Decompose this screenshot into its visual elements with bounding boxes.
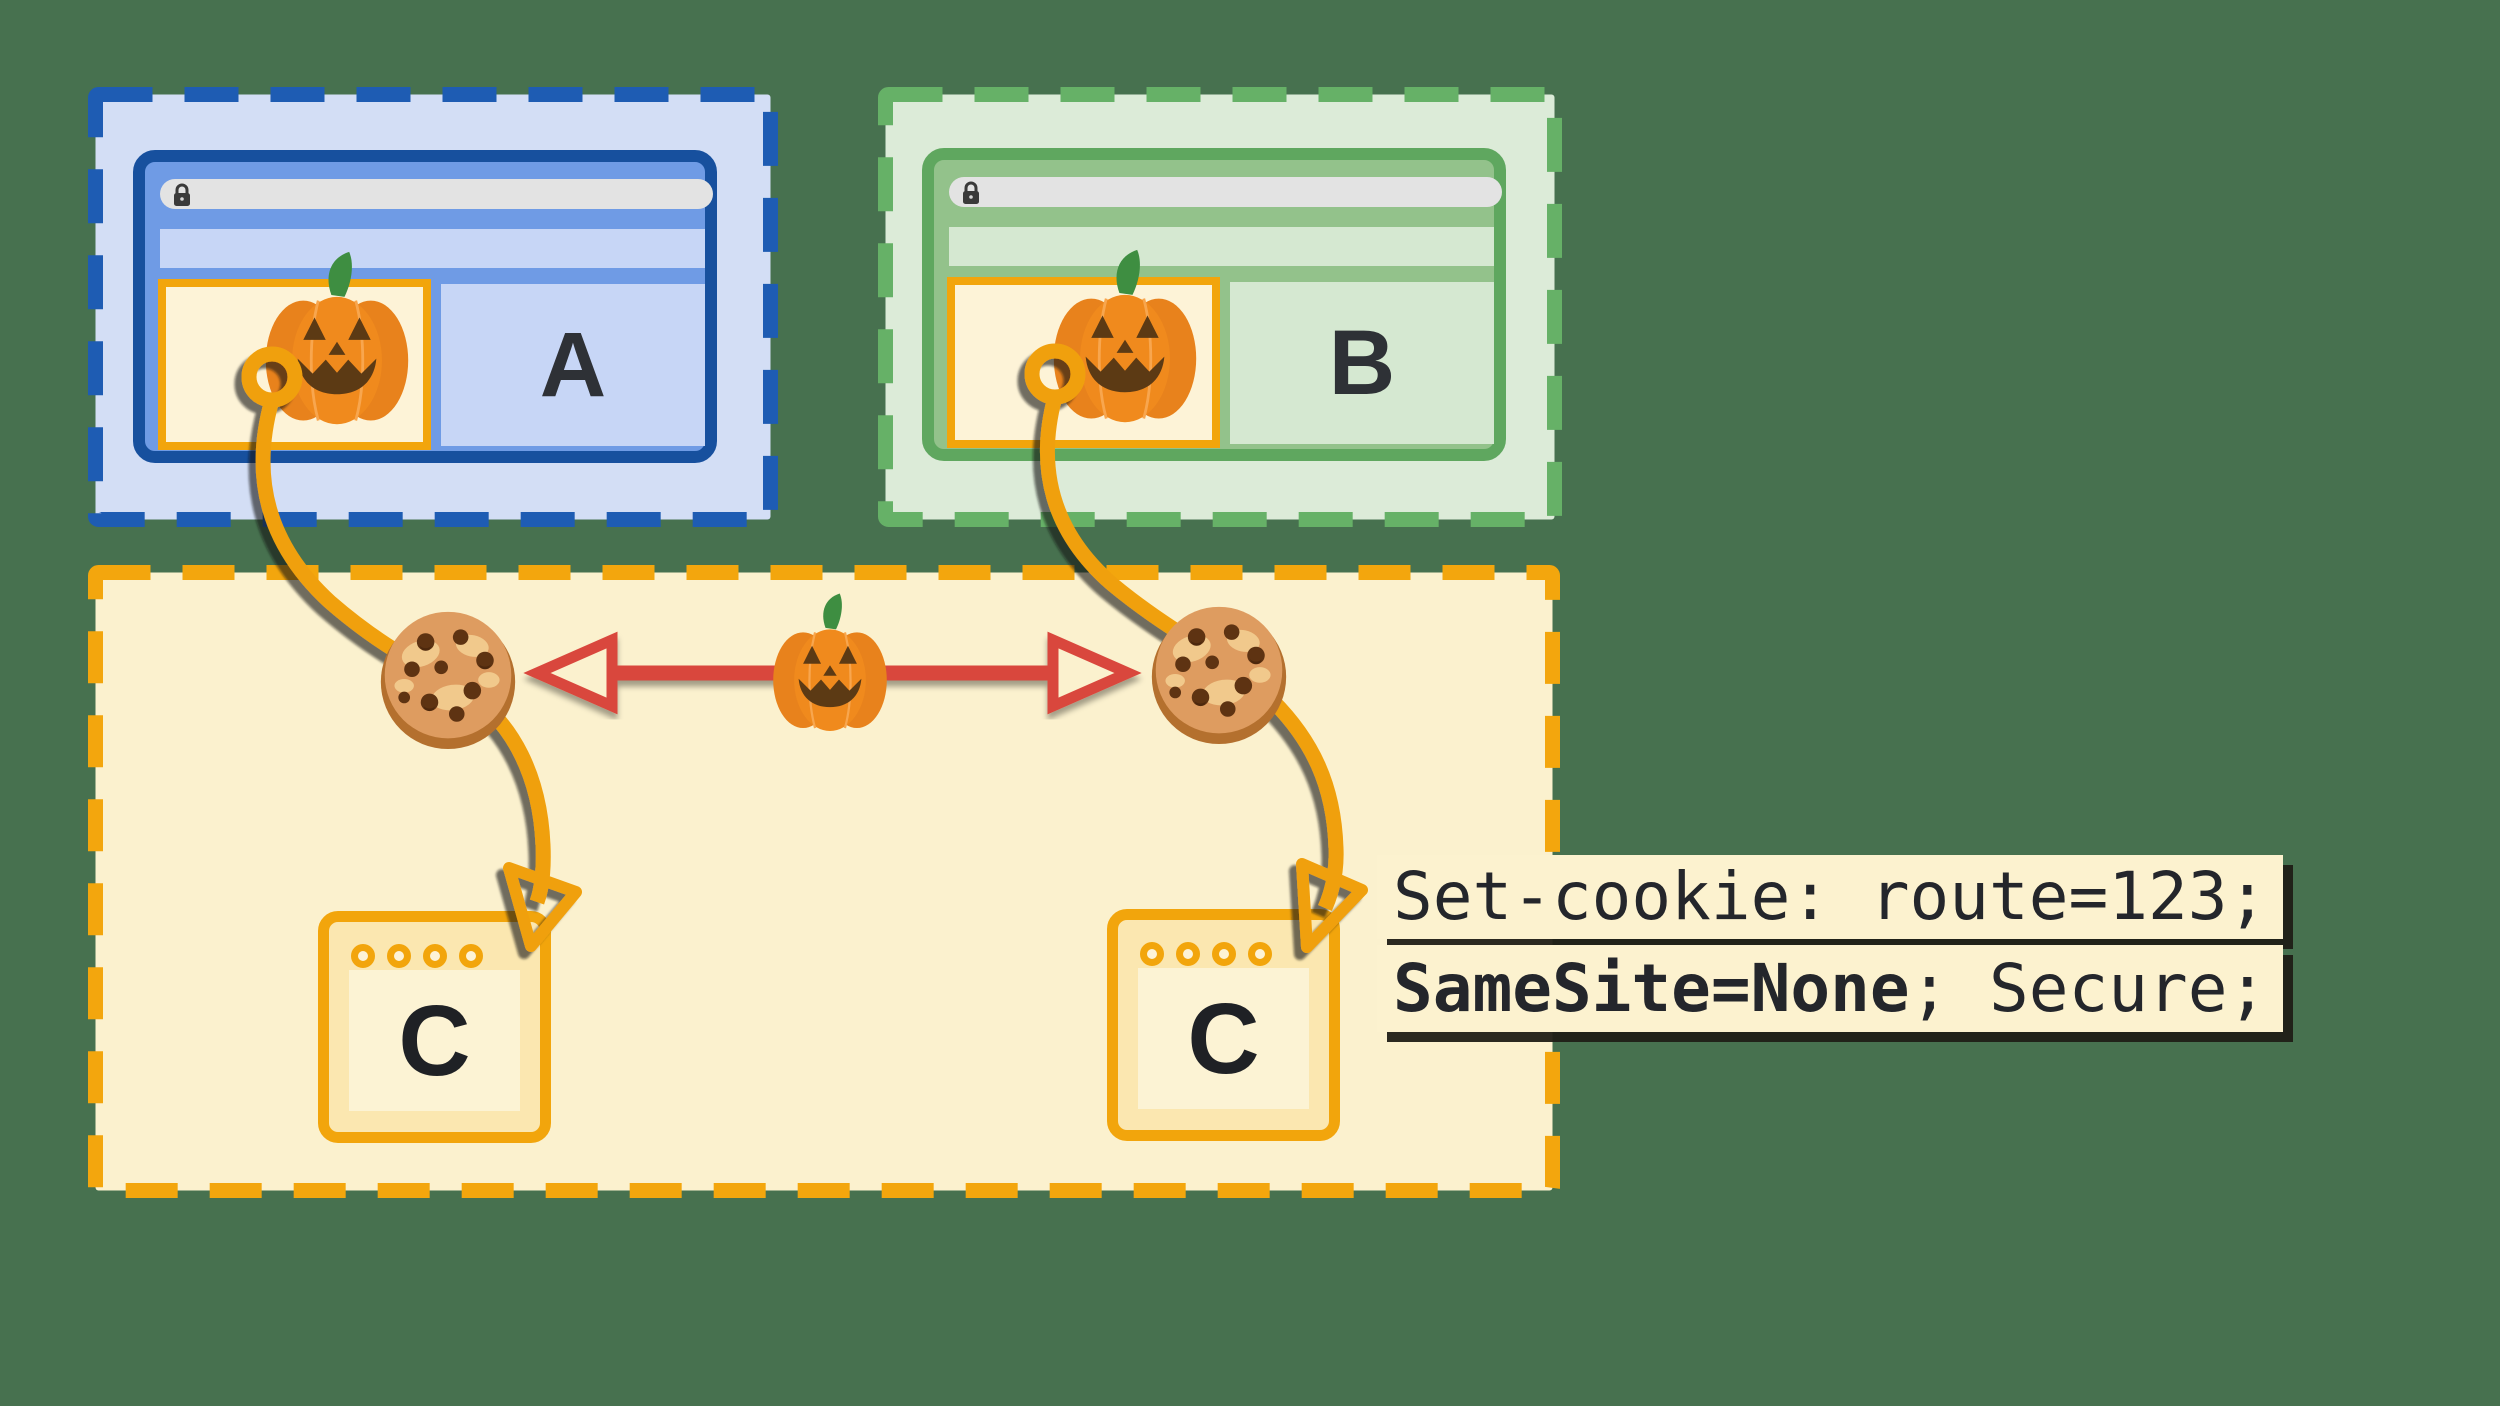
- set-cookie-annotation-line-1: Set-cookie: route=123;: [1377, 855, 2284, 939]
- chocolate-chip-cookie-icon: [380, 611, 516, 750]
- jack-o-lantern-icon: [773, 593, 887, 732]
- connector-anchor-ring: [241, 346, 303, 408]
- address-bar-b: [949, 177, 1502, 207]
- samesite-none-text: SameSite=None: [1393, 949, 1910, 1027]
- dot-icon: [1212, 942, 1236, 966]
- titlebar-dots: [351, 944, 483, 968]
- dot-icon: [1140, 942, 1164, 966]
- site-label-panel-a: A: [441, 284, 705, 446]
- site-label-panel-b: B: [1230, 282, 1494, 444]
- red-arrowhead-icon: [1047, 631, 1142, 715]
- padlock-icon: [963, 181, 979, 204]
- connector-anchor-ring: [1024, 343, 1086, 405]
- site-b-label: B: [1328, 312, 1396, 414]
- server-window-body: C: [349, 970, 520, 1111]
- secure-text: ; Secure;: [1909, 949, 2268, 1027]
- red-arrowhead-icon: [523, 631, 618, 715]
- connector-arrowhead-icon: [1296, 858, 1368, 953]
- browser-window-b: B: [922, 148, 1506, 461]
- site-a-label: A: [539, 314, 607, 416]
- server-window-left: C: [318, 911, 551, 1143]
- dot-icon: [1248, 942, 1272, 966]
- dot-icon: [387, 944, 411, 968]
- connector-arrowhead-icon: [503, 862, 582, 952]
- page-content-placeholder-a: [160, 229, 705, 268]
- set-cookie-text: Set-cookie: route=123;: [1393, 858, 2268, 935]
- dot-icon: [351, 944, 375, 968]
- dot-icon: [459, 944, 483, 968]
- page-content-placeholder-b: [949, 227, 1494, 266]
- address-bar-a: [160, 179, 713, 209]
- dot-icon: [1176, 942, 1200, 966]
- chocolate-chip-cookie-icon: [1151, 606, 1287, 745]
- server-window-body: C: [1138, 968, 1309, 1109]
- server-label: C: [398, 984, 471, 1097]
- padlock-icon: [174, 183, 190, 206]
- set-cookie-annotation-line-2: SameSite=None; Secure;: [1377, 945, 2284, 1032]
- titlebar-dots: [1140, 942, 1272, 966]
- server-label: C: [1187, 982, 1260, 1095]
- dot-icon: [423, 944, 447, 968]
